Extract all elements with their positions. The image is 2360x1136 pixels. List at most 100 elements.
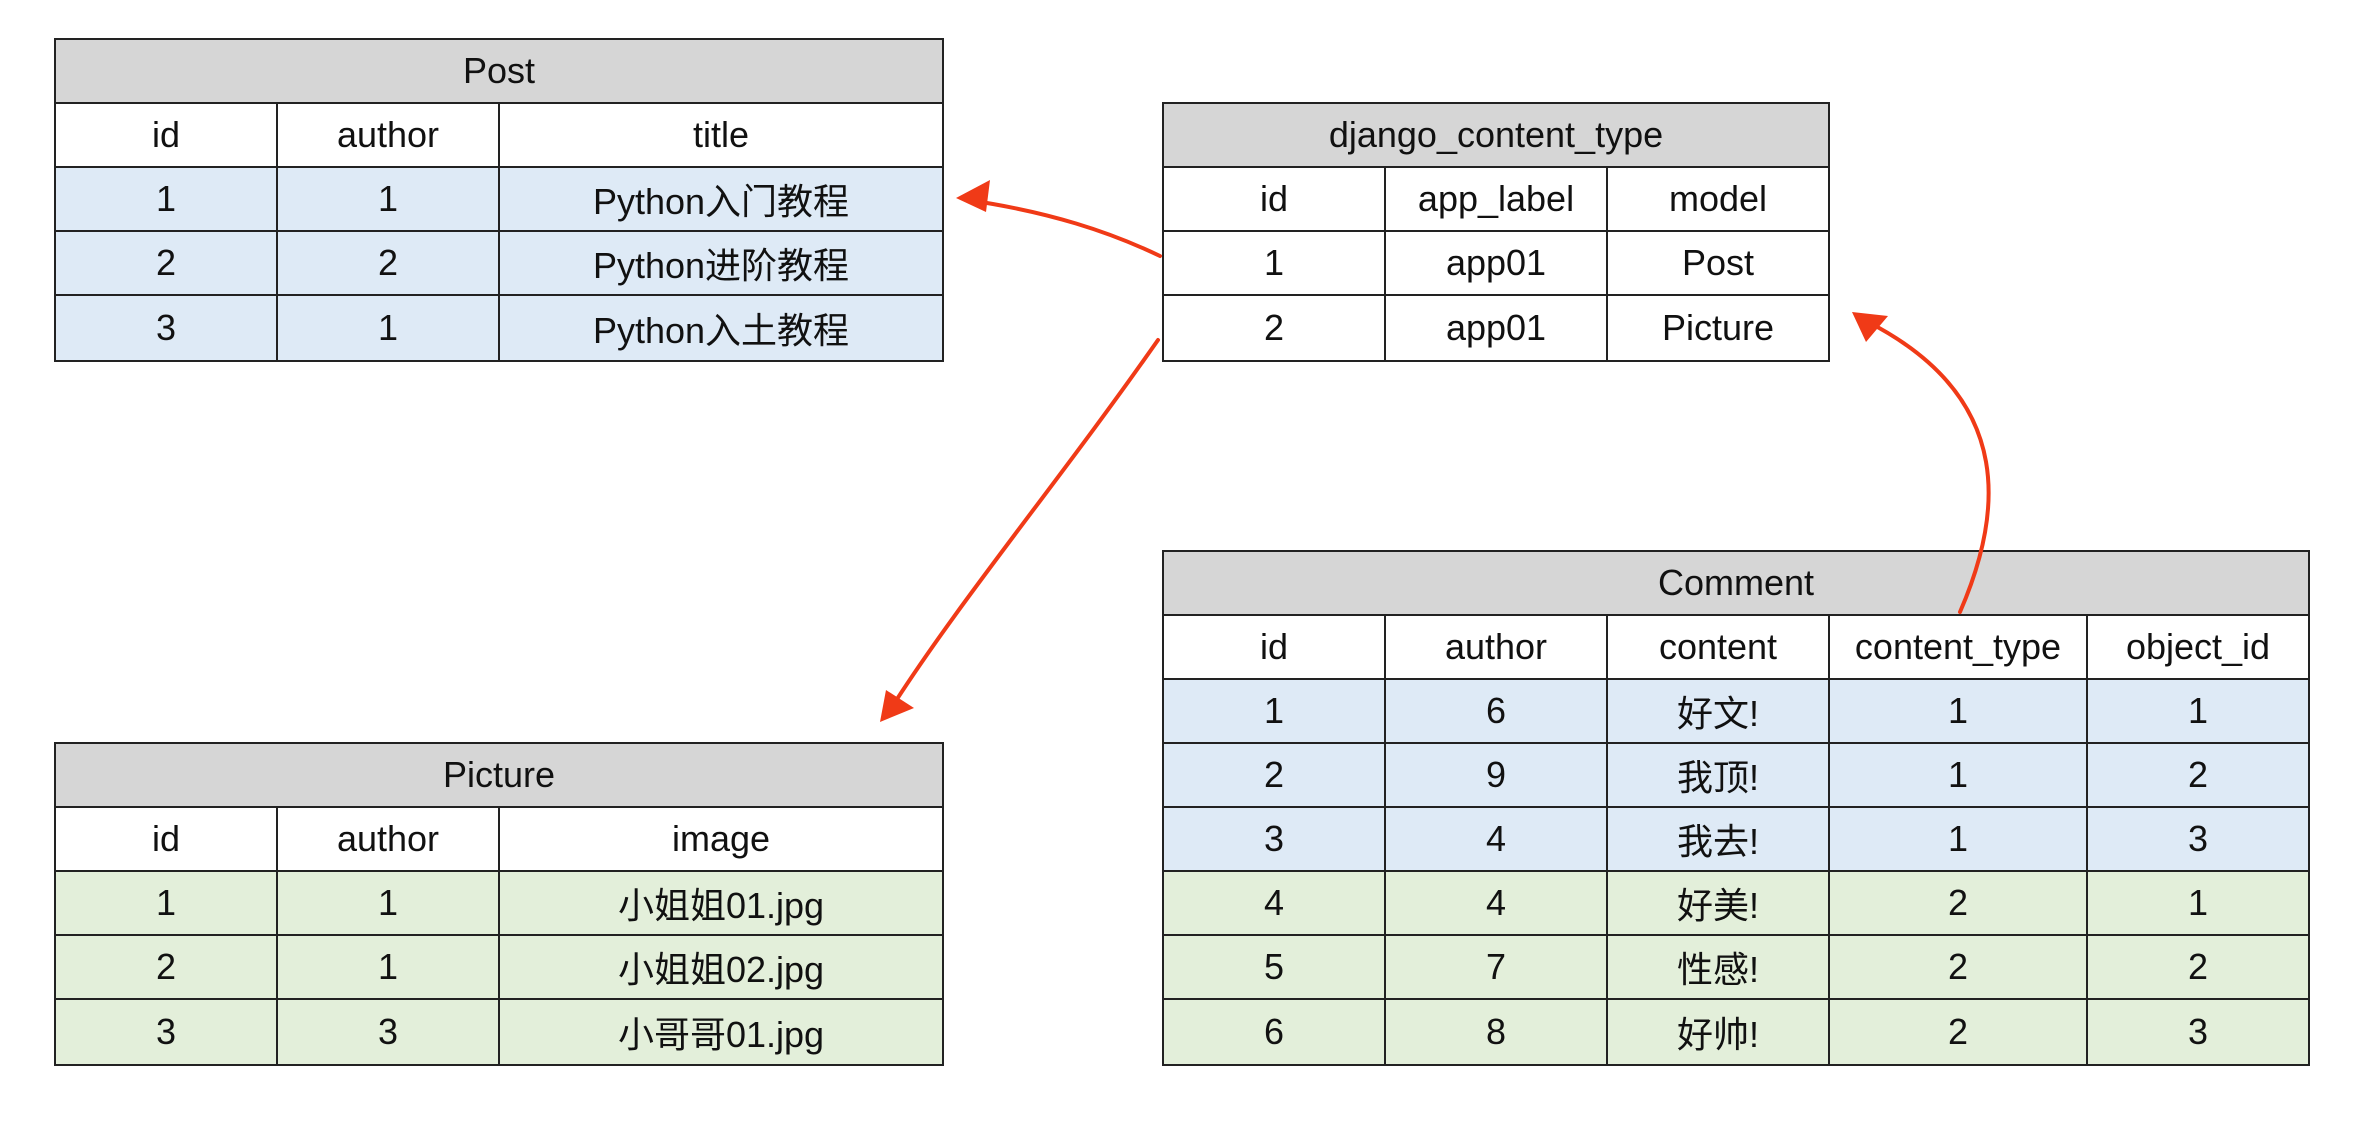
- table-cell: 2: [56, 232, 278, 294]
- comment-col-id: id: [1164, 616, 1386, 678]
- post-col-author: author: [278, 104, 500, 166]
- table-cell: 1: [278, 168, 500, 230]
- table-cell: 我顶!: [1608, 744, 1830, 806]
- table-cell: 3: [1164, 808, 1386, 870]
- picture-col-author: author: [278, 808, 500, 870]
- content-type-col-app-label: app_label: [1386, 168, 1608, 230]
- post-table-title: Post: [56, 40, 942, 104]
- picture-table-title: Picture: [56, 744, 942, 808]
- table-cell: 4: [1386, 808, 1608, 870]
- table-cell: 1: [1830, 808, 2088, 870]
- table-cell: 3: [2187, 818, 2209, 859]
- table-cell: 3: [56, 296, 278, 360]
- table-cell: 1: [278, 296, 500, 360]
- content-type-col-model: model: [1668, 178, 1768, 219]
- table-row: 3 1 Python入土教程: [56, 296, 942, 360]
- table-cell: 2: [1830, 872, 2088, 934]
- table-cell: 6: [1386, 680, 1608, 742]
- arrowhead-content-type: [1852, 312, 1888, 342]
- table-cell: 小姐姐01.jpg: [617, 885, 825, 926]
- table-cell: 好文!: [1608, 680, 1830, 742]
- table-cell: Post: [1681, 242, 1755, 283]
- table-cell: 1: [278, 936, 500, 998]
- table-cell: app01: [1386, 232, 1608, 294]
- picture-column-header-row: id author image: [56, 808, 942, 872]
- post-col-id: id: [56, 104, 278, 166]
- table-cell: 1: [56, 872, 278, 934]
- table-row: 2 1 小姐姐02.jpg: [56, 936, 942, 1000]
- table-cell: 3: [2187, 1011, 2209, 1052]
- table-row: 2 2 Python进阶教程: [56, 232, 942, 296]
- table-cell: 1: [2187, 882, 2209, 923]
- table-cell: 2: [278, 232, 500, 294]
- picture-col-id: id: [56, 808, 278, 870]
- table-cell: 2: [2187, 946, 2209, 987]
- picture-col-image: image: [671, 818, 771, 859]
- table-cell: 6: [1164, 1000, 1386, 1064]
- table-cell: 3: [56, 1000, 278, 1064]
- comment-table: Comment id author content content_type o…: [1162, 550, 2310, 1066]
- table-cell: 小哥哥01.jpg: [617, 1014, 825, 1055]
- table-cell: app01: [1386, 296, 1608, 360]
- comment-col-object-id: object_id: [2125, 626, 2271, 667]
- post-table: Post id author title 1 1 Python入门教程 2 2 …: [54, 38, 944, 362]
- table-cell: 1: [1830, 744, 2088, 806]
- table-cell: 性感!: [1608, 936, 1830, 998]
- table-row: 5 7 性感! 2 2: [1164, 936, 2308, 1000]
- arrowhead-picture: [880, 690, 914, 722]
- table-cell: 2: [56, 936, 278, 998]
- table-cell: Python入土教程: [592, 310, 850, 351]
- post-col-title: title: [692, 114, 750, 155]
- table-row: 3 3 小哥哥01.jpg: [56, 1000, 942, 1064]
- content-type-table: django_content_type id app_label model 1…: [1162, 102, 1830, 362]
- table-cell: 我去!: [1608, 808, 1830, 870]
- table-cell: 9: [1386, 744, 1608, 806]
- arrowhead-post: [956, 180, 990, 212]
- comment-col-author: author: [1386, 616, 1608, 678]
- comment-column-header-row: id author content content_type object_id: [1164, 616, 2308, 680]
- table-cell: 1: [1830, 680, 2088, 742]
- table-row: 1 1 小姐姐01.jpg: [56, 872, 942, 936]
- arrow-comment-to-content-type: [1866, 320, 1991, 614]
- table-cell: 2: [2187, 754, 2209, 795]
- content-type-column-header-row: id app_label model: [1164, 168, 1828, 232]
- table-cell: 小姐姐02.jpg: [617, 949, 825, 990]
- table-cell: 4: [1386, 872, 1608, 934]
- comment-table-title: Comment: [1164, 552, 2308, 616]
- table-row: 4 4 好美! 2 1: [1164, 872, 2308, 936]
- table-cell: 2: [1830, 936, 2088, 998]
- table-cell: 好美!: [1608, 872, 1830, 934]
- table-cell: 1: [2187, 690, 2209, 731]
- table-cell: 4: [1164, 872, 1386, 934]
- table-row: 1 1 Python入门教程: [56, 168, 942, 232]
- arrow-content-type-to-picture: [888, 338, 1160, 712]
- table-cell: 1: [278, 872, 500, 934]
- post-column-header-row: id author title: [56, 104, 942, 168]
- table-row: 1 6 好文! 1 1: [1164, 680, 2308, 744]
- comment-col-content-type: content_type: [1830, 616, 2088, 678]
- table-cell: Python进阶教程: [592, 245, 850, 286]
- table-cell: 1: [1164, 232, 1386, 294]
- table-cell: Python入门教程: [592, 181, 850, 222]
- table-cell: 2: [1164, 744, 1386, 806]
- table-row: 2 app01 Picture: [1164, 296, 1828, 360]
- table-cell: 2: [1830, 1000, 2088, 1064]
- content-type-col-id: id: [1164, 168, 1386, 230]
- table-cell: 2: [1164, 296, 1386, 360]
- table-row: 1 app01 Post: [1164, 232, 1828, 296]
- table-cell: 1: [56, 168, 278, 230]
- comment-col-content: content: [1608, 616, 1830, 678]
- table-row: 2 9 我顶! 1 2: [1164, 744, 2308, 808]
- table-cell: 好帅!: [1608, 1000, 1830, 1064]
- table-row: 3 4 我去! 1 3: [1164, 808, 2308, 872]
- arrow-content-type-to-post: [966, 198, 1162, 258]
- table-cell: 8: [1386, 1000, 1608, 1064]
- picture-table: Picture id author image 1 1 小姐姐01.jpg 2 …: [54, 742, 944, 1066]
- table-cell: 3: [278, 1000, 500, 1064]
- table-cell: 5: [1164, 936, 1386, 998]
- table-cell: Picture: [1661, 307, 1775, 348]
- content-type-table-title: django_content_type: [1164, 104, 1828, 168]
- table-cell: 7: [1386, 936, 1608, 998]
- table-cell: 1: [1164, 680, 1386, 742]
